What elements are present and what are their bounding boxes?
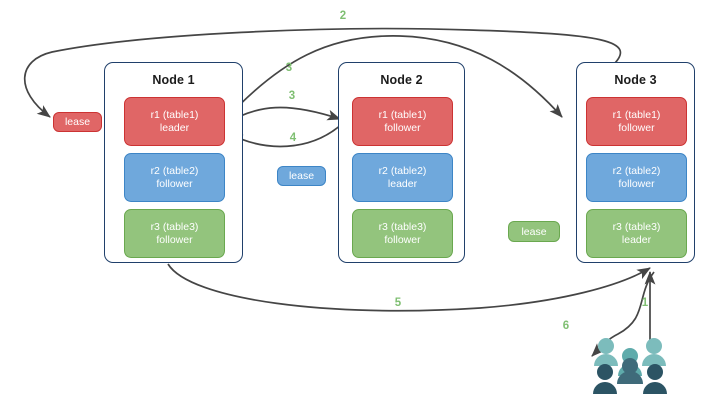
range-name: r3 (table3) [150, 220, 199, 233]
range-node1-r1[interactable]: r1 (table1) leader [124, 97, 225, 146]
range-node2-r3[interactable]: r3 (table3) follower [352, 209, 453, 258]
range-role: leader [387, 177, 418, 190]
lease-label: lease [521, 225, 547, 238]
range-role: leader [621, 233, 652, 246]
node-title: Node 2 [380, 73, 423, 87]
step-label-1: 1 [641, 297, 649, 309]
step-label-3a: 3 [285, 62, 293, 74]
node-box-node1[interactable]: Node 1 r1 (table1) leader r2 (table2) fo… [104, 62, 243, 263]
range-name: r1 (table1) [612, 108, 661, 121]
range-node3-r3[interactable]: r3 (table3) leader [586, 209, 687, 258]
range-name: r3 (table3) [378, 220, 427, 233]
range-node2-r2[interactable]: r2 (table2) leader [352, 153, 453, 202]
range-role: follower [384, 233, 421, 246]
people-group-icon [593, 338, 667, 394]
lease-badge-r3[interactable]: lease [508, 221, 560, 242]
lease-badge-r1[interactable]: lease [53, 112, 102, 132]
range-name: r3 (table3) [612, 220, 661, 233]
node-title: Node 1 [152, 73, 195, 87]
range-role: follower [384, 121, 421, 134]
range-role: follower [156, 233, 193, 246]
range-node3-r1[interactable]: r1 (table1) follower [586, 97, 687, 146]
step-label-3b: 3 [288, 90, 296, 102]
lease-badge-r2[interactable]: lease [277, 166, 326, 186]
range-node1-r2[interactable]: r2 (table2) follower [124, 153, 225, 202]
range-role: follower [618, 121, 655, 134]
range-name: r1 (table1) [378, 108, 427, 121]
step-label-4: 4 [289, 132, 297, 144]
arrow-step-5 [167, 263, 651, 312]
range-role: leader [159, 121, 190, 134]
node-box-node3[interactable]: Node 3 r1 (table1) follower r2 (table2) … [576, 62, 695, 263]
lease-label: lease [64, 116, 91, 128]
node-title: Node 3 [614, 73, 657, 87]
range-name: r2 (table2) [150, 164, 199, 177]
range-node2-r1[interactable]: r1 (table1) follower [352, 97, 453, 146]
lease-label: lease [288, 170, 315, 182]
range-node3-r2[interactable]: r2 (table2) follower [586, 153, 687, 202]
range-node1-r3[interactable]: r3 (table3) follower [124, 209, 225, 258]
step-label-2: 2 [339, 10, 347, 22]
range-name: r2 (table2) [378, 164, 427, 177]
node-box-node2[interactable]: Node 2 r1 (table1) follower r2 (table2) … [338, 62, 465, 263]
range-name: r1 (table1) [150, 108, 199, 121]
step-label-5: 5 [394, 297, 402, 309]
step-label-6: 6 [562, 320, 570, 332]
range-role: follower [156, 177, 193, 190]
range-name: r2 (table2) [612, 164, 661, 177]
range-role: follower [618, 177, 655, 190]
